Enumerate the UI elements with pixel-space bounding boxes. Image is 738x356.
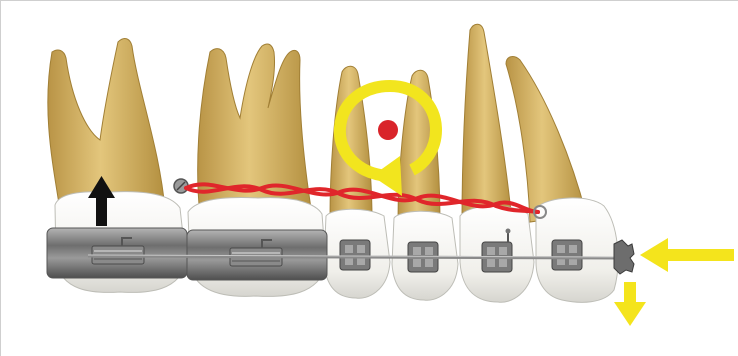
wire-stop bbox=[614, 240, 634, 274]
rotation-arrow-head bbox=[372, 156, 402, 196]
incisor-bracket bbox=[552, 240, 582, 270]
arrow-left-icon bbox=[640, 238, 734, 272]
incisor-root bbox=[506, 57, 586, 222]
center-of-resistance-dot bbox=[378, 120, 398, 140]
canine-root bbox=[462, 24, 512, 222]
premolar-1-bracket bbox=[340, 240, 370, 270]
arrow-down-icon bbox=[614, 282, 646, 326]
molar-bands bbox=[47, 228, 327, 280]
